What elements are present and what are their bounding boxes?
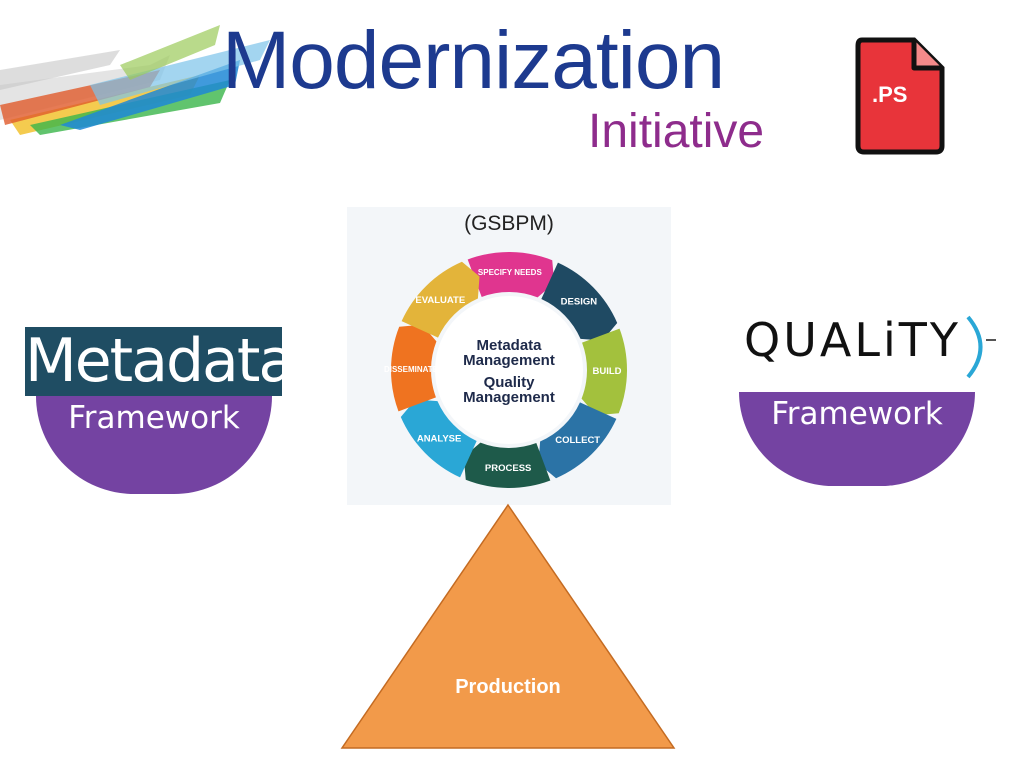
gsbpm-label-collect: COLLECT [555, 435, 600, 446]
gsbpm-label-build: BUILD [592, 366, 621, 377]
metadata-banner [25, 327, 282, 396]
gsbpm-label-design: DESIGN [561, 296, 598, 307]
gsbpm-cycle: SPECIFY NEEDS DESIGN BUILD COLLECT PROCESS AN… [384, 252, 627, 488]
center-metadata: Metadata [476, 337, 542, 354]
gsbpm-segment-build [581, 328, 627, 416]
header-title: Modernization [222, 15, 725, 106]
gsbpm-label-evaluate: EVALUATE [415, 295, 465, 306]
gsbpm-segment-disseminate [391, 324, 437, 412]
gsbpm-center-disc [435, 296, 583, 444]
quality-swoosh-icon [966, 315, 996, 379]
gsbpm-segment-collect [538, 402, 617, 479]
center-management-2: Management [463, 389, 555, 406]
center-management-1: Management [463, 352, 555, 369]
gsbpm-label-process: PROCESS [485, 463, 531, 474]
gsbpm-segment-design [541, 262, 618, 341]
production-triangle [340, 503, 676, 749]
gsbpm-segment-analyse [400, 399, 477, 478]
gsbpm-segment-specify-needs [467, 252, 555, 298]
metadata-word: Metadata [25, 326, 295, 396]
metadata-framework-label: Framework [68, 400, 240, 436]
gsbpm-label-analyse: ANALYSE [417, 434, 462, 445]
gsbpm-label-specify-needs: SPECIFY NEEDS [478, 268, 543, 277]
ps-file-icon: .PS [854, 36, 946, 161]
center-quality: Quality [483, 374, 535, 391]
ps-file-label: .PS [872, 82, 908, 107]
gsbpm-title: (GSBPM) [464, 212, 554, 235]
production-label: Production [455, 676, 561, 698]
quality-framework-label: Framework [771, 396, 943, 432]
gsbpm-label-disseminate: DISSEMINATE [384, 365, 439, 374]
gsbpm-segment-process [463, 442, 551, 488]
gsbpm-segment-evaluate [401, 261, 480, 338]
quality-word: QUALiTY [744, 313, 961, 367]
arrows-graphic [0, 25, 270, 135]
header-subtitle: Initiative [588, 105, 765, 158]
